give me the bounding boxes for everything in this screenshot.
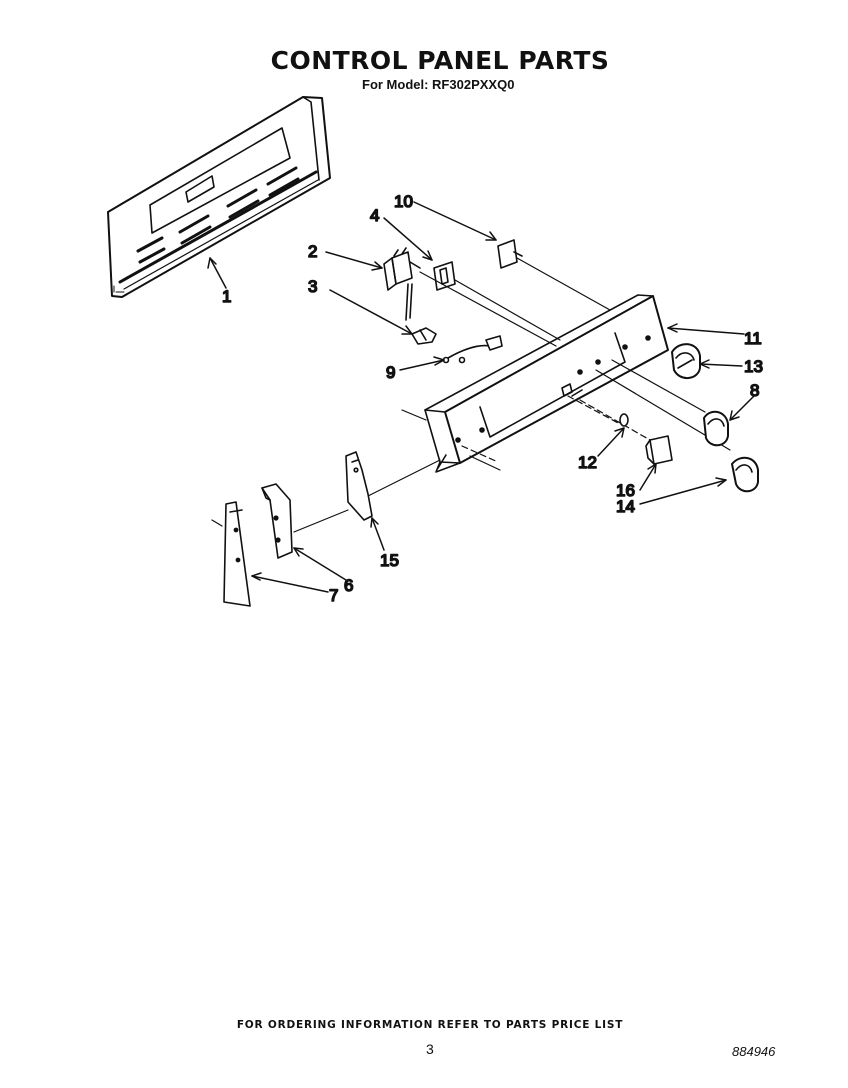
back-panel-part xyxy=(107,96,331,298)
callout-3: 3 xyxy=(308,277,317,296)
switch-part-10 xyxy=(497,239,523,269)
callout-9: 9 xyxy=(386,363,395,382)
control-panel-bar-part xyxy=(424,294,669,473)
callout-6: 6 xyxy=(344,576,353,595)
page-number: 3 xyxy=(426,1041,434,1057)
ordering-note: FOR ORDERING INFORMATION REFER TO PARTS … xyxy=(236,1019,624,1031)
knob-part-14 xyxy=(731,456,759,493)
callout-14: 14 xyxy=(616,497,635,516)
bracket-part-15 xyxy=(345,451,373,521)
callout-8: 8 xyxy=(750,381,759,400)
callout-4: 4 xyxy=(370,206,379,225)
page-title: CONTROL PANEL PARTS xyxy=(270,46,610,75)
callout-16: 16 xyxy=(616,481,635,500)
bracket-part-6 xyxy=(261,483,293,559)
callout-12: 12 xyxy=(578,453,597,472)
callout-15: 15 xyxy=(380,551,399,570)
callout-10: 10 xyxy=(394,192,413,211)
switch-part-2 xyxy=(383,247,421,321)
document-number: 884946 xyxy=(732,1044,776,1059)
clip-part-3 xyxy=(411,327,437,345)
callout-1: 1 xyxy=(222,287,231,306)
knob-part-13 xyxy=(671,343,701,379)
knob-part-8 xyxy=(703,410,729,447)
switch-part-16 xyxy=(645,435,673,465)
pin-part-12 xyxy=(619,413,629,427)
callout-arrows xyxy=(207,201,755,593)
callout-7: 7 xyxy=(329,586,338,605)
wire-harness-part-9 xyxy=(442,335,503,364)
callout-13: 13 xyxy=(744,357,763,376)
callout-11: 11 xyxy=(744,329,762,348)
model-subtitle: For Model: RF302PXXQ0 xyxy=(362,77,515,92)
side-trim-part-7 xyxy=(223,501,251,607)
callout-2: 2 xyxy=(308,242,317,261)
